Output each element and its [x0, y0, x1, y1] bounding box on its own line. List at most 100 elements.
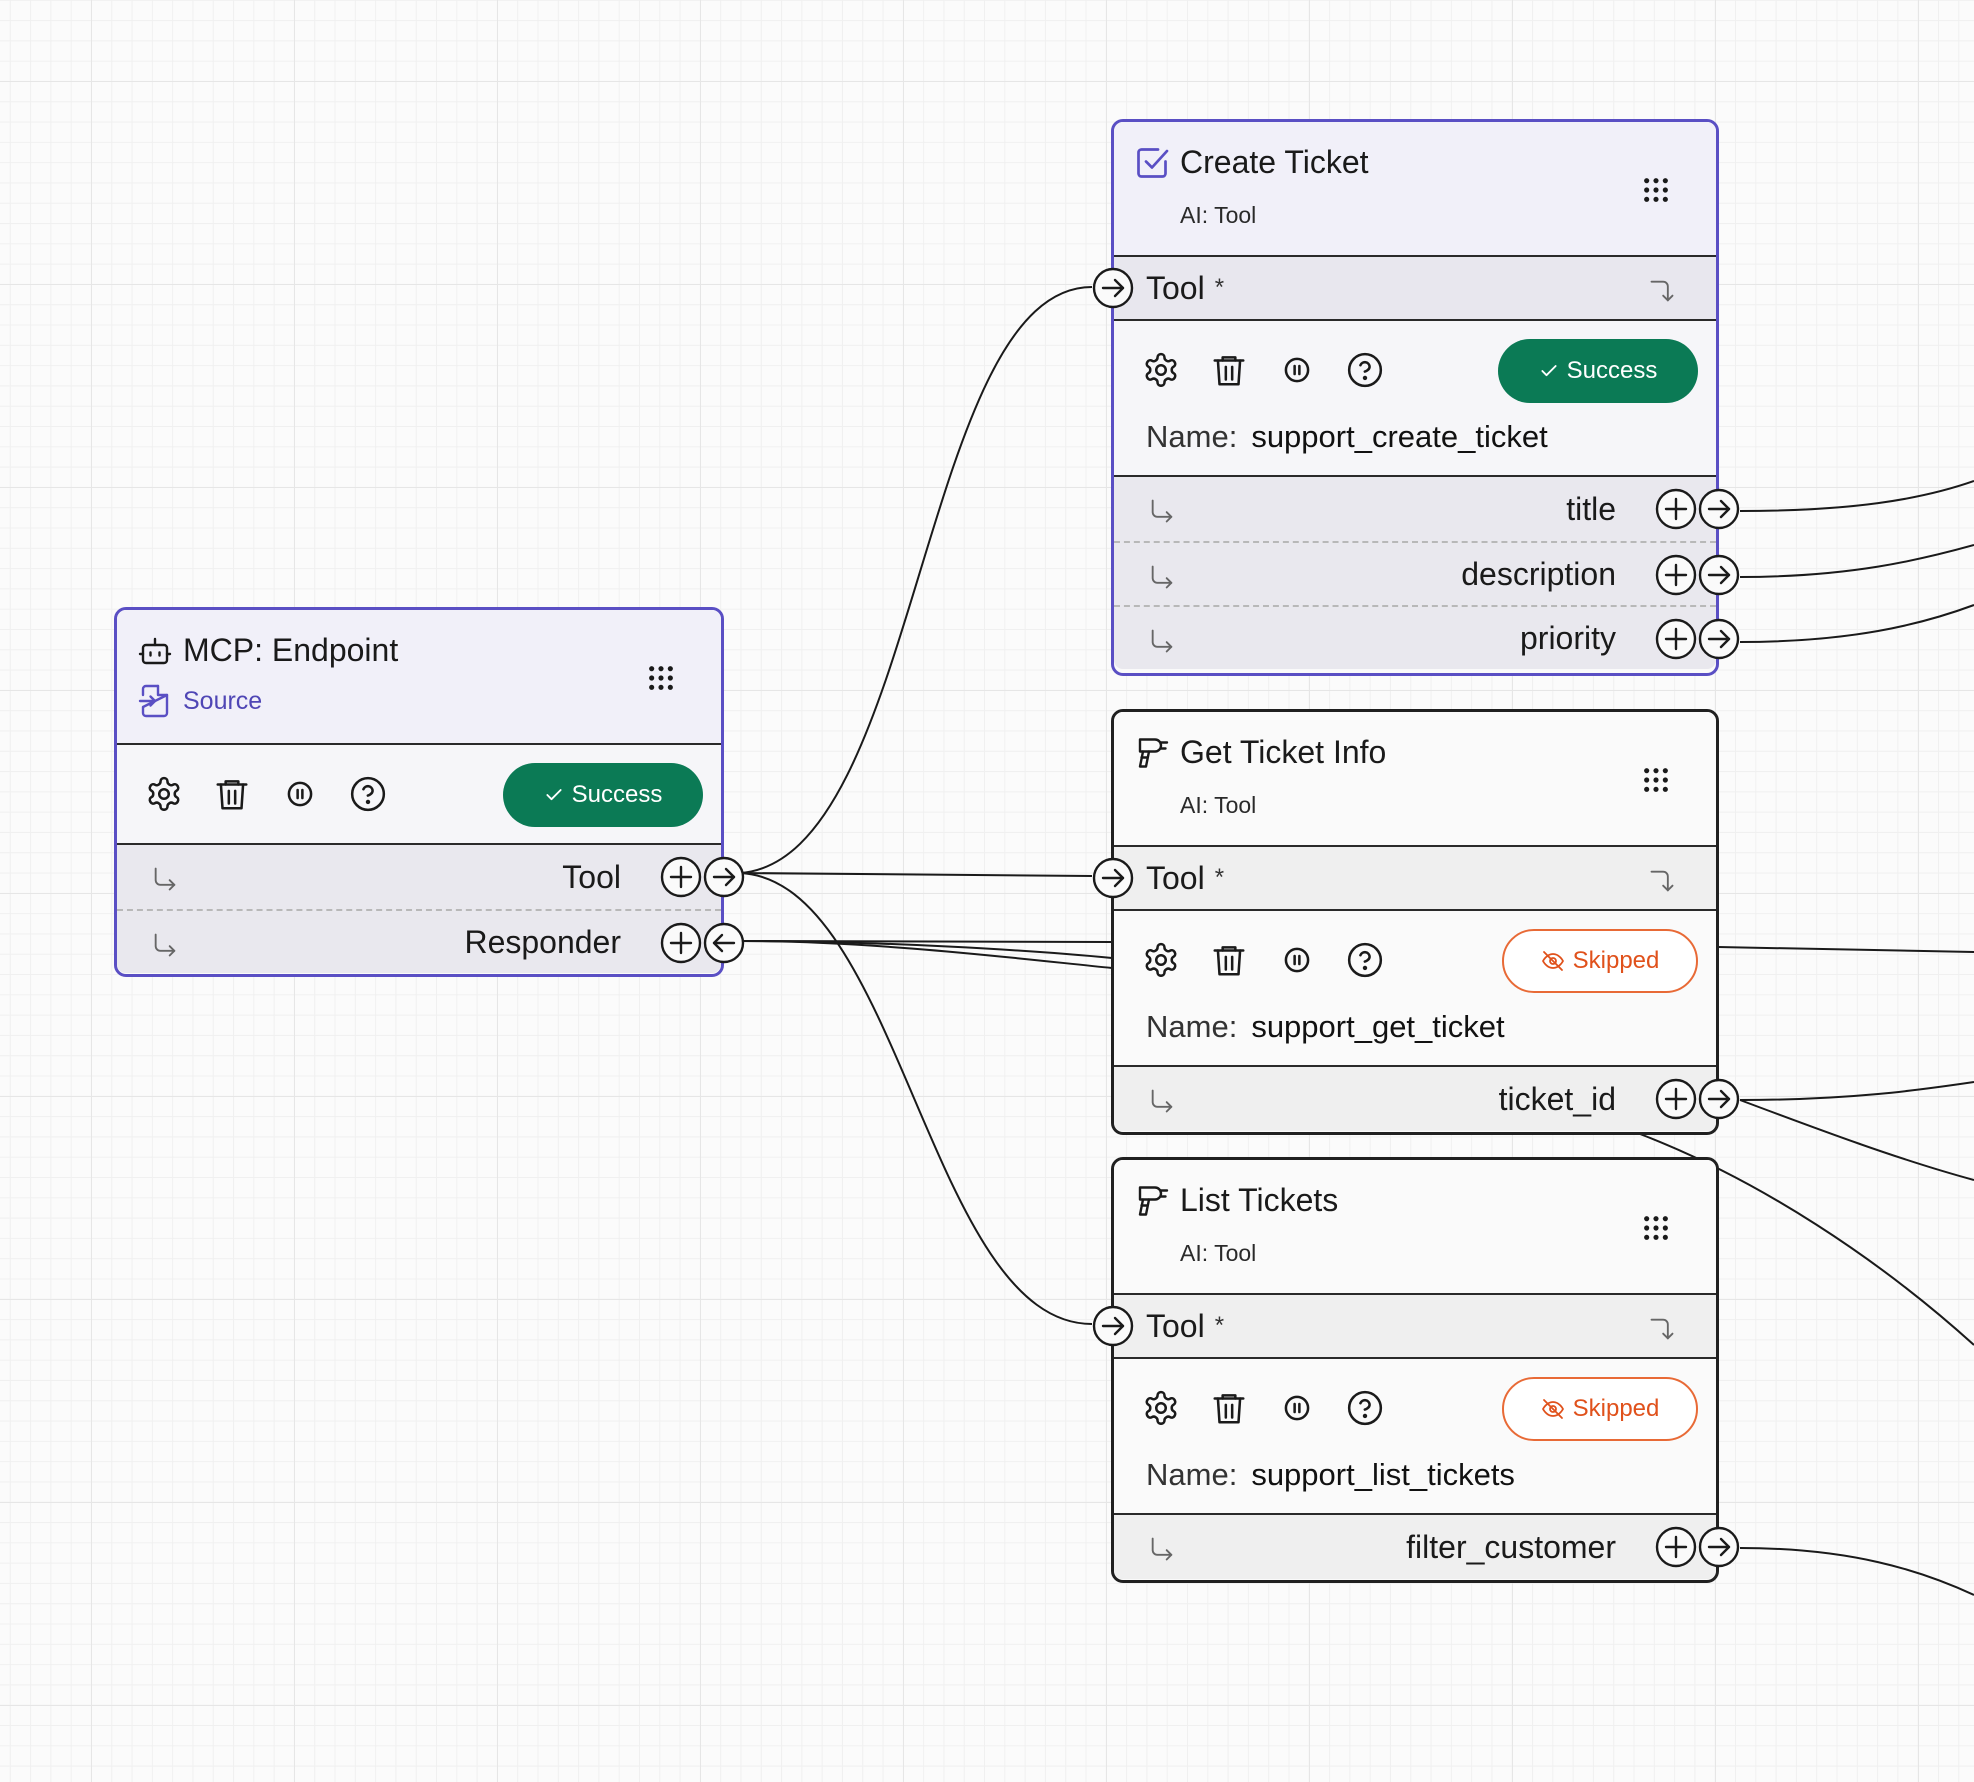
- node-title-row: MCP: Endpoint: [137, 632, 398, 669]
- gear-icon[interactable]: [1142, 351, 1180, 389]
- status-badge: Success: [503, 763, 703, 827]
- node-header: Get Ticket Info AI: Tool: [1114, 712, 1716, 847]
- node-title-row: List Tickets: [1134, 1182, 1338, 1219]
- required-mark: *: [1214, 864, 1225, 891]
- wire-create-ticket-priority-out: [1739, 604, 1974, 643]
- status-badge: Skipped: [1502, 1377, 1698, 1441]
- pause-icon[interactable]: [281, 775, 319, 813]
- corner-right-down-icon: [1650, 280, 1674, 302]
- required-mark: *: [1214, 274, 1225, 301]
- tool-name-value: support_list_tickets: [1251, 1457, 1515, 1492]
- node-mcp-endpoint[interactable]: MCP: Endpoint Source Success Tool: [114, 607, 745, 977]
- node-list-tickets[interactable]: List Tickets AI: Tool Tool * Skipped Nam…: [1092, 1157, 1740, 1583]
- output-port-arrow-icon[interactable]: [1697, 1525, 1741, 1569]
- wire-responder-from-get-ticket-3: [739, 940, 1113, 969]
- eye-off-icon: [1541, 951, 1564, 971]
- wire-create-ticket-title-out: [1739, 480, 1974, 512]
- drag-handle-icon[interactable]: [1642, 1214, 1670, 1242]
- corner-down-right-icon: [154, 933, 176, 957]
- tool-name-key: Name:: [1146, 1457, 1238, 1492]
- add-connection-icon[interactable]: [1654, 553, 1698, 597]
- node-body: Skipped Name: support_list_tickets: [1114, 1359, 1716, 1515]
- pause-icon[interactable]: [1278, 1389, 1316, 1427]
- source-row: Source: [137, 682, 262, 720]
- node-title: Get Ticket Info: [1180, 734, 1387, 770]
- corner-down-right-icon: [1151, 565, 1173, 589]
- pause-icon[interactable]: [1278, 941, 1316, 979]
- drag-handle-icon[interactable]: [647, 664, 675, 692]
- wire-list-tickets-filter-out: [1739, 1547, 1974, 1596]
- node-subtitle: AI: Tool: [1180, 792, 1257, 818]
- status-badge: Skipped: [1502, 929, 1698, 993]
- gear-icon[interactable]: [145, 775, 183, 813]
- trash-icon[interactable]: [1210, 351, 1248, 389]
- port-label: priority: [1519, 619, 1616, 656]
- port-label: title: [1566, 490, 1616, 527]
- drill-icon: [1138, 1185, 1169, 1216]
- port-label: Tool: [1146, 859, 1205, 896]
- node-create-ticket[interactable]: Create Ticket AI: Tool Tool * Success Na…: [1092, 119, 1740, 676]
- source-label: Source: [183, 686, 263, 715]
- add-connection-icon[interactable]: [1654, 1077, 1698, 1121]
- add-connection-icon[interactable]: [659, 921, 703, 965]
- node-body: Skipped Name: support_get_ticket: [1114, 911, 1716, 1067]
- drag-handle-icon[interactable]: [1642, 176, 1670, 204]
- add-connection-icon[interactable]: [659, 855, 703, 899]
- gear-icon[interactable]: [1142, 1389, 1180, 1427]
- wire-create-ticket-description-out: [1739, 544, 1974, 578]
- input-port-arrow-icon[interactable]: [1091, 266, 1135, 310]
- node-actions: [1142, 351, 1384, 389]
- drag-handle-icon[interactable]: [1642, 766, 1670, 794]
- trash-icon[interactable]: [1210, 1389, 1248, 1427]
- input-port-arrow-icon[interactable]: [702, 921, 746, 965]
- node-actions: [1142, 941, 1384, 979]
- output-port-arrow-icon[interactable]: [702, 855, 746, 899]
- output-ports: filter_customer: [1114, 1515, 1740, 1579]
- node-get-ticket-info[interactable]: Get Ticket Info AI: Tool Tool * Skipped …: [1092, 709, 1740, 1135]
- output-port-arrow-icon[interactable]: [1697, 553, 1741, 597]
- corner-right-down-icon: [1650, 870, 1674, 892]
- tool-name-value: support_get_ticket: [1251, 1009, 1505, 1044]
- port-row-priority: priority: [1114, 605, 1740, 669]
- add-connection-icon[interactable]: [1654, 617, 1698, 661]
- trash-icon[interactable]: [1210, 941, 1248, 979]
- wire-get-ticket-ticket-id-out-2: [1739, 1099, 1974, 1181]
- node-header: List Tickets AI: Tool: [1114, 1160, 1716, 1295]
- input-port-arrow-icon[interactable]: [1091, 856, 1135, 900]
- node-body: Success Name:support_create_ticket: [1114, 321, 1716, 477]
- pause-icon[interactable]: [1278, 351, 1316, 389]
- input-port-row: Tool *: [1092, 257, 1716, 321]
- port-label: Tool: [1146, 269, 1205, 306]
- add-connection-icon[interactable]: [1654, 1525, 1698, 1569]
- corner-right-down-icon: [1650, 1318, 1674, 1340]
- output-port-arrow-icon[interactable]: [1697, 1077, 1741, 1121]
- output-ports: title description priority: [1114, 477, 1740, 669]
- status-label: Success: [1566, 357, 1658, 384]
- output-port-arrow-icon[interactable]: [1697, 487, 1741, 531]
- tool-name-line: Name: support_get_ticket: [1146, 1009, 1505, 1045]
- tool-name-value: support_create_ticket: [1251, 419, 1548, 454]
- check-icon: [546, 789, 562, 801]
- node-title: MCP: Endpoint: [183, 632, 399, 668]
- node-subtitle: AI: Tool: [1180, 202, 1257, 228]
- trash-icon[interactable]: [213, 775, 251, 813]
- output-port-arrow-icon[interactable]: [1697, 617, 1741, 661]
- tool-name-key: Name:: [1146, 1009, 1238, 1044]
- help-icon[interactable]: [1346, 351, 1384, 389]
- wire-responder-from-get-ticket-2: [739, 940, 1113, 959]
- status-badge: Success: [1498, 339, 1698, 403]
- input-port-arrow-icon[interactable]: [1091, 1304, 1135, 1348]
- node-actions: [1142, 1389, 1384, 1427]
- file-import-icon: [138, 684, 169, 718]
- port-label: Responder: [464, 923, 621, 960]
- gear-icon[interactable]: [1142, 941, 1180, 979]
- corner-down-right-icon: [1151, 499, 1173, 523]
- add-connection-icon[interactable]: [1654, 487, 1698, 531]
- help-icon[interactable]: [1346, 941, 1384, 979]
- corner-down-right-icon: [1151, 1537, 1173, 1561]
- help-icon[interactable]: [1346, 1389, 1384, 1427]
- wire-mcp-tool-to-list-tickets: [739, 872, 1093, 1325]
- node-body: Success: [117, 745, 721, 845]
- help-icon[interactable]: [349, 775, 387, 813]
- corner-down-right-icon: [154, 867, 176, 891]
